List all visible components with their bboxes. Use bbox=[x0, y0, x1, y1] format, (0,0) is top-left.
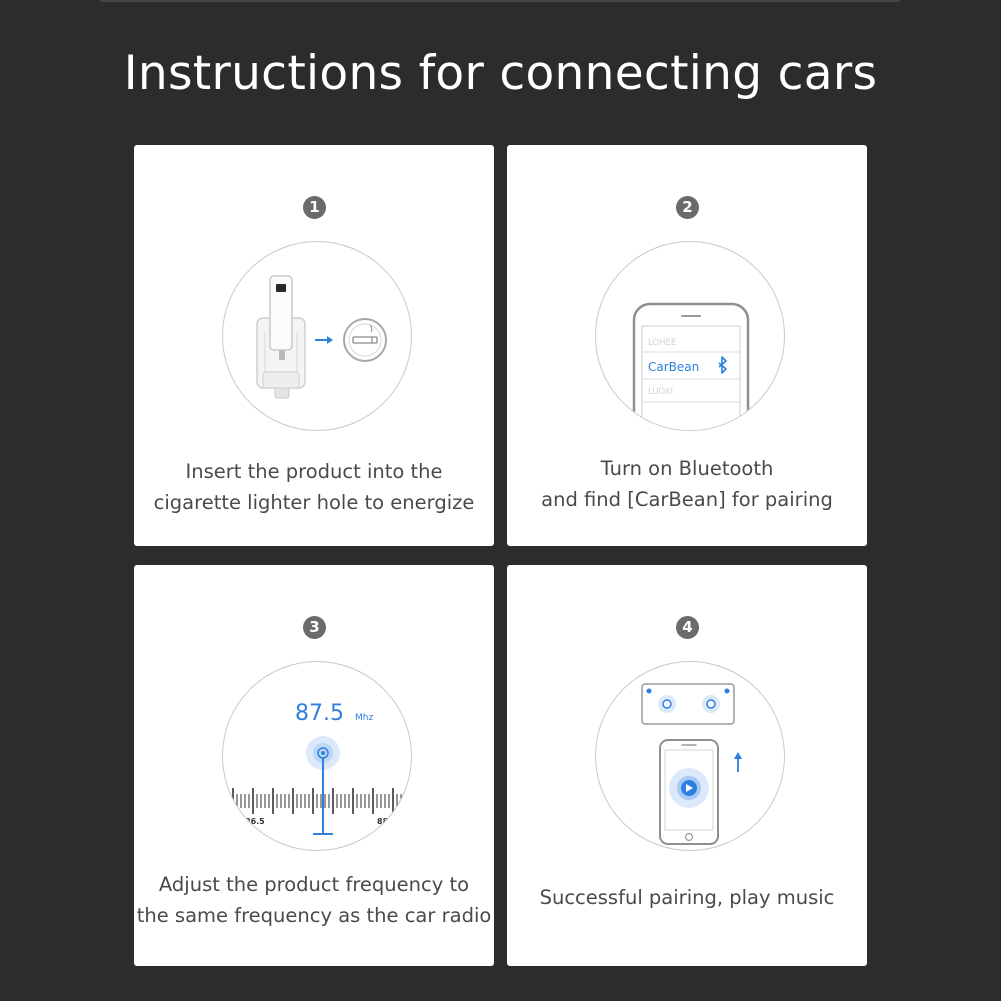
car-speaker-panel bbox=[641, 683, 735, 725]
caption-line: Successful pairing, play music bbox=[539, 886, 835, 909]
play-icon bbox=[669, 768, 709, 808]
step-2-illustration: LOHEE CarBean LUOXI bbox=[595, 241, 785, 431]
step-caption: Adjust the product frequency to the same… bbox=[134, 869, 494, 931]
step-card-4: 4 bbox=[507, 565, 867, 966]
step-card-3: 3 87.5 Mhz 86.5 88.5 Adjust the product … bbox=[134, 565, 494, 966]
device-list-item: LUOXI bbox=[648, 387, 673, 397]
phone-bluetooth-list-illustration: LOHEE CarBean LUOXI bbox=[632, 302, 750, 430]
caption-line: the same frequency as the car radio bbox=[136, 904, 492, 927]
step-3-illustration: 87.5 Mhz 86.5 88.5 bbox=[222, 661, 412, 851]
frequency-value: 87.5 bbox=[295, 701, 344, 726]
device-list-item: LOHEE bbox=[648, 338, 676, 348]
charger-into-lighter-illustration bbox=[256, 275, 387, 399]
phone-to-car-speaker-illustration bbox=[641, 683, 742, 845]
top-divider bbox=[100, 0, 900, 2]
caption-line: cigarette lighter hole to energize bbox=[153, 491, 475, 514]
step-card-1: 1 bbox=[134, 145, 494, 546]
scale-label-left: 86.5 bbox=[245, 817, 265, 826]
caption-line: and find [CarBean] for pairing bbox=[541, 488, 833, 511]
page-title: Instructions for connecting cars bbox=[123, 46, 878, 101]
car-charger-device bbox=[256, 275, 306, 399]
step-1-illustration bbox=[222, 241, 412, 431]
step-caption: Successful pairing, play music bbox=[507, 882, 867, 913]
step-number-badge: 3 bbox=[303, 616, 326, 639]
device-list-item-carbean: CarBean bbox=[648, 360, 699, 374]
frequency-tuner-illustration: 87.5 Mhz 86.5 88.5 bbox=[232, 701, 410, 835]
step-card-2: 2 LOHEE CarBean LUOXI Turn on Bluetooth … bbox=[507, 145, 867, 546]
step-number-badge: 4 bbox=[676, 616, 699, 639]
cigarette-icon bbox=[343, 318, 387, 362]
step-number-badge: 1 bbox=[303, 196, 326, 219]
caption-line: Turn on Bluetooth bbox=[600, 457, 774, 480]
arrow-right-icon bbox=[315, 336, 333, 344]
step-caption: Turn on Bluetooth and find [CarBean] for… bbox=[507, 453, 867, 515]
arrow-up-icon bbox=[734, 752, 742, 772]
scale-label-right: 88.5 bbox=[377, 817, 397, 826]
caption-line: Insert the product into the bbox=[185, 460, 443, 483]
step-number-badge: 2 bbox=[676, 196, 699, 219]
frequency-scale bbox=[232, 788, 410, 814]
step-4-illustration bbox=[595, 661, 785, 851]
frequency-unit: Mhz bbox=[355, 713, 373, 723]
phone-frame bbox=[632, 302, 750, 430]
caption-line: Adjust the product frequency to bbox=[158, 873, 470, 896]
bluetooth-icon bbox=[718, 356, 727, 374]
step-caption: Insert the product into the cigarette li… bbox=[134, 456, 494, 518]
